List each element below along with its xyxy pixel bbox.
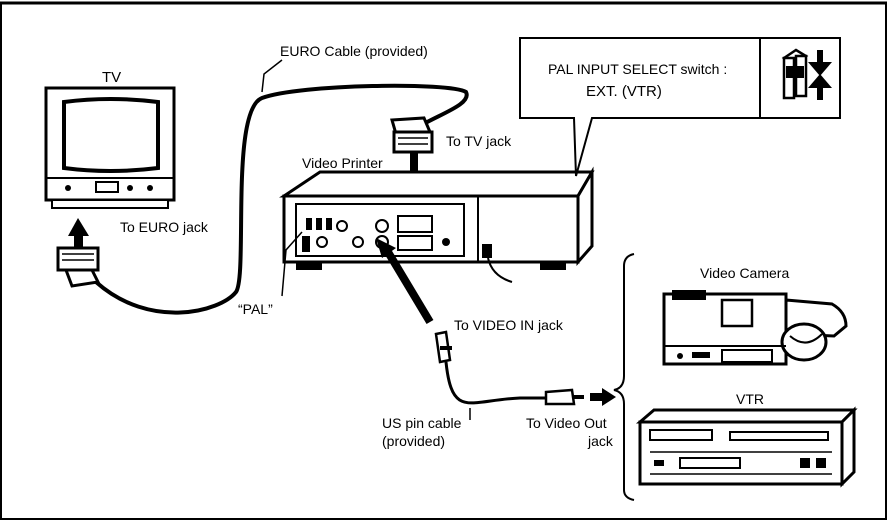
pin-plug-icon	[434, 330, 452, 364]
video-printer-icon	[279, 166, 595, 283]
tv-icon	[44, 86, 176, 209]
video-camera-icon	[662, 290, 848, 366]
switch-callout-line2: EXT. (VTR)	[586, 83, 662, 100]
to-video-out-label-1: To Video Out	[526, 415, 607, 431]
arrow-icon	[68, 218, 89, 256]
vtr-icon	[635, 406, 858, 488]
euro-cable	[94, 83, 469, 315]
pal-leader	[281, 231, 303, 297]
euro-plug-icon	[390, 116, 434, 154]
to-video-in-label: To VIDEO IN jack	[454, 317, 564, 333]
pin-plug-icon	[544, 388, 584, 406]
us-pin-cable-label-2: (provided)	[382, 433, 445, 449]
to-video-out-label-2: jack	[587, 433, 614, 449]
switch-icon	[781, 48, 832, 100]
euro-cable-leader	[261, 59, 283, 93]
arrow-icon	[376, 238, 434, 325]
video-printer-label: Video Printer	[302, 155, 383, 171]
us-pin-cable-label-1: US pin cable	[382, 415, 462, 431]
vtr-label: VTR	[736, 391, 764, 407]
euro-cable-label: EURO Cable (provided)	[280, 43, 428, 59]
to-tv-jack-label: To TV jack	[446, 133, 512, 149]
euro-plug-icon	[56, 246, 101, 288]
tv-label: TV	[102, 69, 121, 86]
source-bracket	[613, 253, 635, 501]
switch-callout-line1: PAL INPUT SELECT switch :	[548, 61, 727, 77]
pal-mark-label: “PAL”	[238, 301, 273, 317]
us-pin-cable	[444, 361, 546, 405]
arrow-icon	[590, 388, 616, 406]
video-camera-label: Video Camera	[700, 265, 789, 281]
to-euro-jack-label: To EURO jack	[120, 219, 209, 235]
